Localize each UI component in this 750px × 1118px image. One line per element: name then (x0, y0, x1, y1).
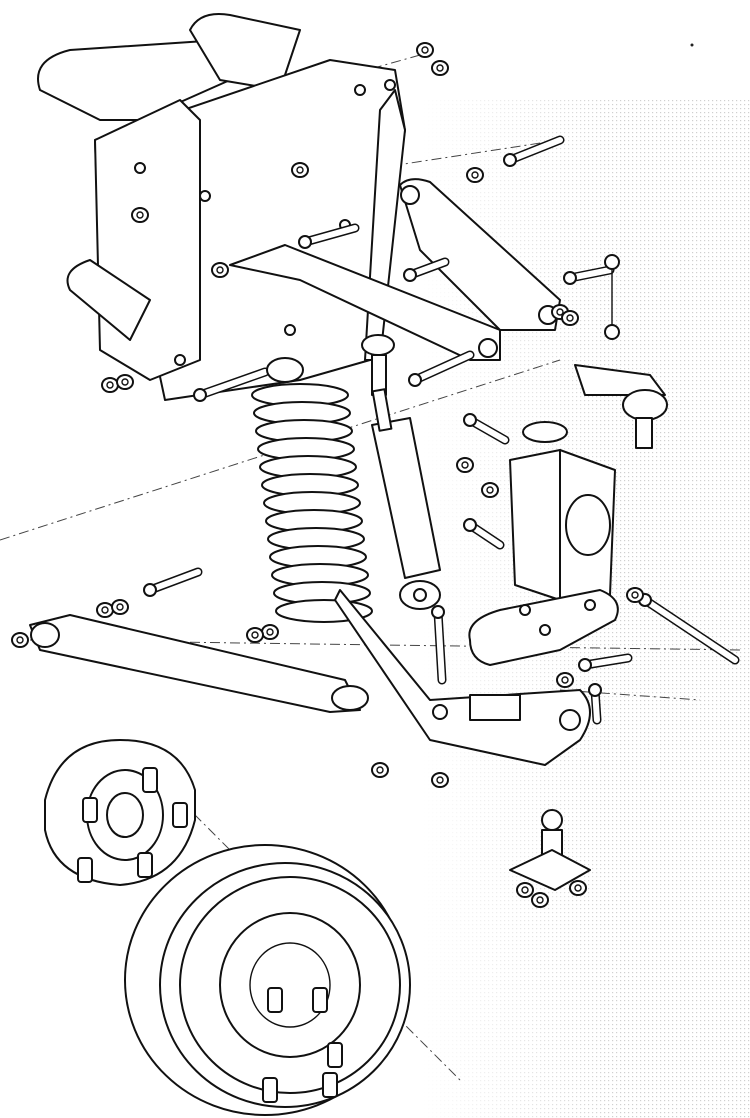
bolt-shank-fill (507, 137, 563, 163)
nut-hole (566, 314, 574, 322)
nut-hole (101, 606, 109, 614)
nut-hole (116, 603, 124, 611)
bolt-shank-fill (582, 655, 631, 668)
lower-wishbone (334, 589, 591, 766)
nut (371, 762, 389, 778)
hub-carrier (468, 421, 619, 666)
shock-absorber (361, 334, 441, 610)
nut (261, 624, 279, 640)
nut (101, 377, 119, 393)
bolt-head (503, 153, 517, 167)
nut (246, 627, 264, 643)
nut-hole (561, 676, 569, 684)
nut-hole (461, 461, 469, 469)
bolt-head (143, 583, 157, 597)
nut (531, 892, 549, 908)
wheel-studs (77, 767, 343, 1103)
wheel-stud (322, 1072, 338, 1098)
wheel-stud (137, 852, 153, 878)
bolt-shank-fill (412, 352, 473, 383)
wheel-stud (267, 987, 283, 1013)
nut (626, 587, 644, 603)
upper-wishbone (229, 178, 561, 361)
bolt-head (408, 373, 422, 387)
bolt-shank-fill (197, 369, 268, 398)
bolt-shank-fill (302, 225, 358, 245)
bolt-head (578, 658, 592, 672)
nut-hole (136, 211, 144, 219)
nut (569, 880, 587, 896)
nut-hole (16, 636, 24, 644)
wheel-stud (312, 987, 328, 1013)
bolts (143, 135, 740, 725)
bolt-shank-fill (147, 569, 201, 593)
nut (291, 162, 309, 178)
nut (466, 167, 484, 183)
nut-hole (296, 166, 304, 174)
nut (431, 60, 449, 76)
brake-disc (124, 844, 411, 1116)
trailing-link (29, 614, 369, 713)
nut (561, 310, 579, 326)
nut-hole (376, 766, 384, 774)
nut-hole (631, 591, 639, 599)
nut-hole (436, 776, 444, 784)
bolt-head (298, 235, 312, 249)
nut-hole (436, 64, 444, 72)
nut-hole (421, 46, 429, 54)
bolt-head (403, 268, 417, 282)
wheel-stud (327, 1042, 343, 1068)
spring-seat (266, 357, 304, 383)
nut-hole (574, 884, 582, 892)
nut (96, 602, 114, 618)
bolt-shank-fill (642, 597, 738, 663)
nut (116, 374, 134, 390)
nut-hole (486, 486, 494, 494)
nut-hole (121, 378, 129, 386)
bolt-head (563, 271, 577, 285)
nut-hole (556, 308, 564, 316)
nut (516, 882, 534, 898)
nut-hole (521, 886, 529, 894)
nuts-and-washers (11, 42, 644, 908)
wheel-stud (82, 797, 98, 823)
nut-hole (251, 631, 259, 639)
wheel-stud (77, 857, 93, 883)
bolt-head (431, 605, 445, 619)
bolt-head (193, 388, 207, 402)
nut (416, 42, 434, 58)
nut-hole (216, 266, 224, 274)
subframe (37, 13, 406, 401)
bolt-shank-fill (435, 609, 445, 683)
nut-hole (536, 896, 544, 904)
nut (211, 262, 229, 278)
nut (111, 599, 129, 615)
bolt-head (588, 683, 602, 697)
nut (456, 457, 474, 473)
ball-joint (509, 809, 591, 891)
bolt-head (463, 413, 477, 427)
nut (556, 672, 574, 688)
bolt-head (463, 518, 477, 532)
wheel-stud (172, 802, 188, 828)
nut-hole (266, 628, 274, 636)
nut (481, 482, 499, 498)
nut (11, 632, 29, 648)
speck (690, 43, 694, 47)
nut (131, 207, 149, 223)
nut-hole (471, 171, 479, 179)
nut (431, 772, 449, 788)
wheel-stud (262, 1077, 278, 1103)
anti-roll-bar-link (574, 254, 668, 449)
wheel-stud (142, 767, 158, 793)
coil-spring (251, 357, 373, 623)
nut-hole (106, 381, 114, 389)
